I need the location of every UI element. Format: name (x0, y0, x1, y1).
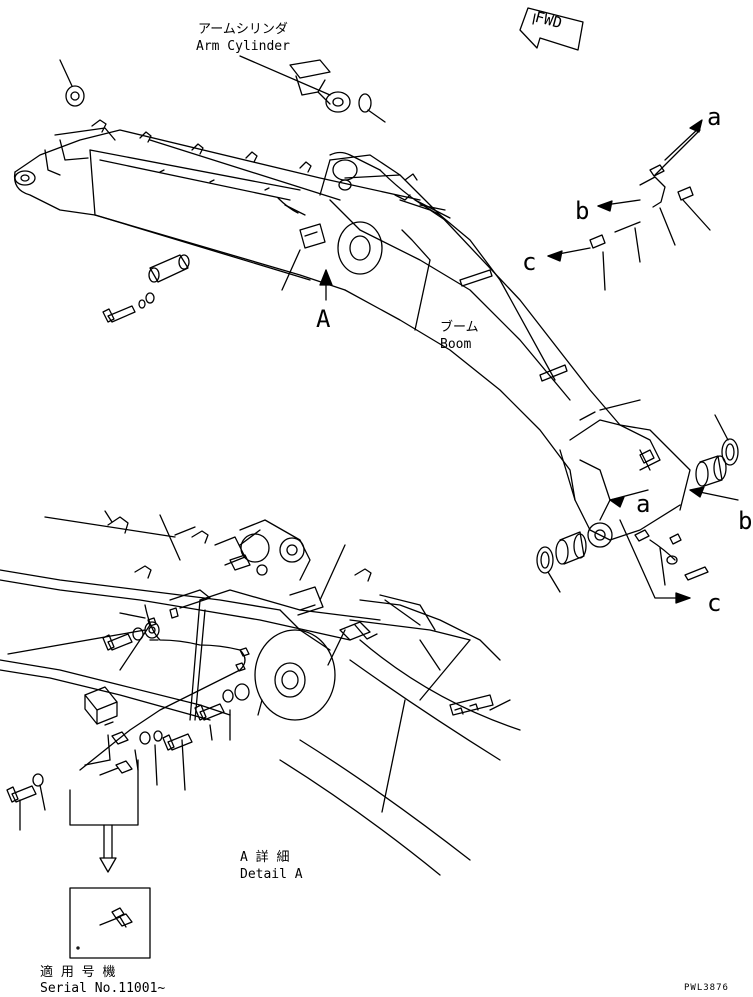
detail-marker-a: A (316, 305, 331, 333)
ref-arrow-c-right (675, 592, 691, 604)
serial-label-en: Serial No.11001~ (40, 981, 166, 996)
detail-label-ja: A 詳 細 (240, 850, 290, 865)
ref-arrow-a-right (609, 496, 625, 508)
ref-arrow-b-right (689, 486, 705, 498)
bolt-part (102, 292, 155, 323)
ref-arrow-c-top (547, 250, 563, 262)
sensor-assembly-top (547, 126, 711, 291)
fwd-arrow-icon (519, 7, 584, 51)
ref-label-c-right: c (707, 589, 722, 617)
detail-a-arrow-icon (319, 269, 333, 301)
detail-a-view (0, 510, 521, 876)
ref-label-b-top: b (575, 197, 590, 225)
down-arrow-icon (99, 857, 117, 873)
ref-arrow-a-top (689, 119, 703, 133)
arm-cylinder-part (239, 55, 386, 123)
boom-structure (277, 151, 691, 548)
drawing-code: PWL3876 (684, 983, 729, 993)
detail-label-en: Detail A (240, 867, 303, 882)
ref-arrow-b-top (597, 200, 613, 212)
arm-structure (13, 119, 421, 291)
boom-label-ja: ブーム (440, 320, 479, 335)
arm-cylinder-label-en: Arm Cylinder (196, 39, 290, 54)
ref-label-a-top: a (707, 103, 722, 131)
serial-label-ja: 適 用 号 機 (40, 965, 116, 980)
pin-part (148, 254, 190, 283)
boom-label-en: Boom (440, 337, 472, 352)
sensor-assembly-right (609, 449, 739, 599)
arm-cylinder-label-ja: アームシリンダ (198, 22, 288, 37)
washer-part (59, 59, 85, 107)
serial-detail-box (69, 887, 151, 959)
ref-label-b-right: b (738, 507, 753, 535)
bushing-parts (536, 414, 739, 593)
ref-label-c-top: c (522, 248, 537, 276)
ref-label-a-right: a (636, 490, 651, 518)
